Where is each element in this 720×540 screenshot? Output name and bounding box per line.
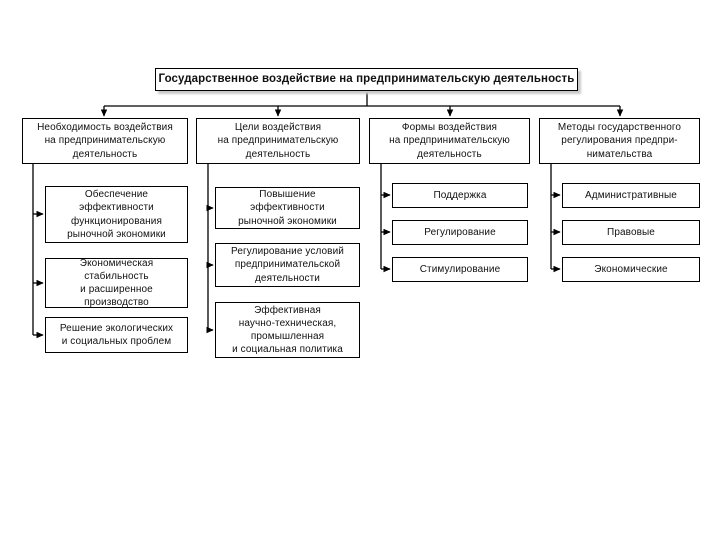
- leaf-box-raise-market-efficiency: Повышение эффективности рыночной экономи…: [215, 187, 360, 229]
- leaf-box-administrative: Административные: [562, 183, 700, 208]
- leaf-box-effective-policy: Эффективная научно-техническая, промышле…: [215, 302, 360, 358]
- branch-box-necessity: Необходимость воздействия на предпринима…: [22, 118, 188, 164]
- leaf-box-market-efficiency-assurance: Обеспечение эффективности функционирован…: [45, 186, 188, 243]
- leaf-box-legal: Правовые: [562, 220, 700, 245]
- leaf-box-economic-stability: Экономическая стабильность и расширенное…: [45, 258, 188, 308]
- leaf-box-regulating-business-conditions: Регулирование условий предпринимательско…: [215, 243, 360, 287]
- branch-box-methods: Методы государственного регулирования пр…: [539, 118, 700, 164]
- root-box-title: Государственное воздействие на предприни…: [155, 68, 578, 91]
- leaf-box-support: Поддержка: [392, 183, 528, 208]
- branch-box-goals: Цели воздействия на предпринимательскую …: [196, 118, 360, 164]
- leaf-box-regulation: Регулирование: [392, 220, 528, 245]
- leaf-box-ecological-social-problems: Решение экологических и социальных пробл…: [45, 317, 188, 353]
- branch-box-forms: Формы воздействия на предпринимательскую…: [369, 118, 530, 164]
- leaf-box-economic: Экономические: [562, 257, 700, 282]
- leaf-box-stimulation: Стимулирование: [392, 257, 528, 282]
